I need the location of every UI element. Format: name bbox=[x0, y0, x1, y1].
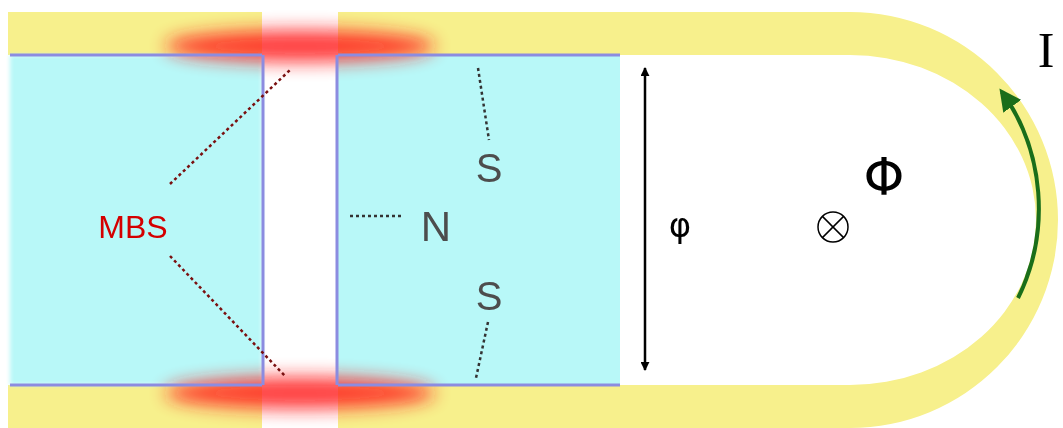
superconductor-loop bbox=[8, 12, 1058, 428]
leader-line bbox=[350, 68, 489, 378]
majorana-label: MBS bbox=[98, 211, 167, 243]
current-label: I bbox=[1038, 25, 1055, 75]
leader-line bbox=[170, 70, 290, 376]
interface-line bbox=[10, 55, 620, 385]
current-arrow bbox=[1002, 92, 1039, 298]
flux-label: Φ bbox=[864, 151, 905, 203]
majorana-glow bbox=[165, 30, 435, 409]
phase-arrow bbox=[644, 68, 647, 370]
superconductor-label: S bbox=[476, 148, 503, 188]
normal-region-label: N bbox=[421, 206, 451, 248]
superconductor-label: S bbox=[476, 276, 503, 316]
flux-into-page-symbol bbox=[818, 212, 848, 242]
superconductor-region bbox=[10, 55, 620, 385]
phase-label: φ bbox=[669, 208, 691, 242]
